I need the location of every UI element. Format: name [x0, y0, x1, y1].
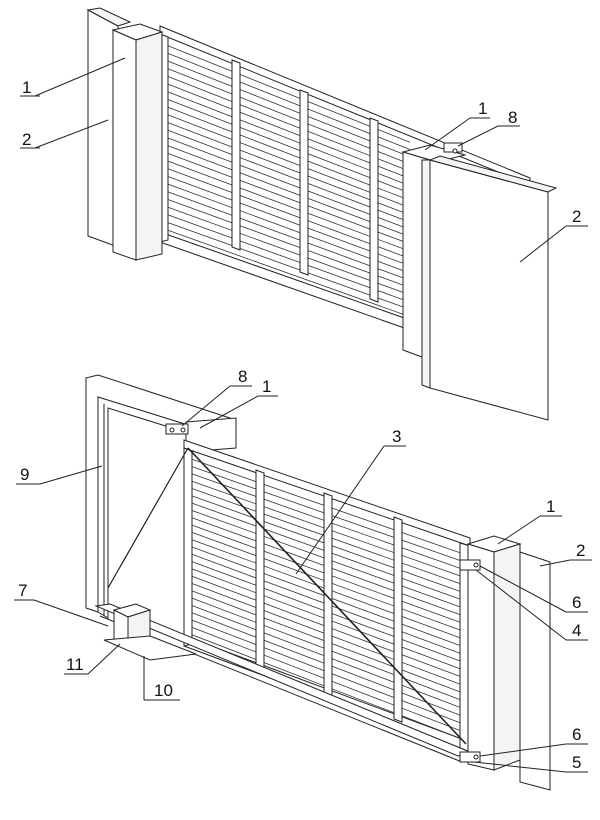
leader-b-11 [87, 643, 121, 675]
leader-b-6a [479, 565, 567, 613]
roller-top-6 [459, 559, 481, 571]
leader-b-7 [33, 599, 109, 627]
top-left-back-pillar-top [86, 7, 132, 27]
leader-b-2 [539, 559, 571, 567]
label-top-1b: 1 [478, 99, 487, 118]
leader-t-2a [34, 119, 109, 149]
bottom-cable-left [107, 447, 189, 589]
leader-b-5 [473, 761, 567, 773]
top-right-panel-edge [421, 159, 431, 389]
label-top-2a: 2 [22, 130, 31, 149]
top-gate-top-rail [159, 25, 531, 186]
leader-b-1b [497, 515, 541, 545]
label-bottom-7: 7 [18, 581, 27, 600]
label-bottom-2: 2 [576, 541, 585, 560]
bottom-bracket-8 [165, 423, 189, 435]
label-bottom-6a: 6 [572, 593, 581, 612]
leader-t-1a [34, 57, 126, 97]
top-gate: 1 2 1 8 2 [20, 7, 588, 421]
roller-top-bolt [473, 562, 479, 568]
top-gate-post-1 [231, 59, 241, 251]
slat-line [167, 229, 411, 318]
leader-b-1a [199, 395, 259, 429]
bottom-right-pillar-side [493, 543, 521, 771]
top-right-panel-face [429, 159, 549, 421]
label-bottom-3: 3 [392, 427, 401, 446]
top-bracket-bolt [452, 148, 458, 154]
label-bottom-9: 9 [20, 465, 29, 484]
bottom-gate-post-1 [255, 469, 265, 672]
leader-b-6b [479, 743, 567, 757]
bottom-track [94, 603, 472, 757]
bottom-gate: 8 1 9 3 1 2 7 6 4 11 10 6 5 [14, 367, 592, 791]
top-gate-post-2 [299, 89, 309, 276]
top-gate-post-3 [369, 117, 379, 303]
leader-t-8 [457, 125, 499, 147]
motor-base-plate [103, 635, 197, 661]
label-top-2b: 2 [572, 207, 581, 226]
bottom-right-back-panel [519, 551, 551, 791]
bottom-bracket-bolt-2 [180, 427, 186, 433]
label-bottom-10: 10 [154, 681, 173, 700]
leader-b-4 [475, 569, 567, 641]
label-bottom-11: 11 [66, 655, 84, 674]
roller-bottom-6 [459, 751, 481, 763]
label-bottom-4: 4 [572, 621, 581, 640]
label-bottom-6b: 6 [572, 725, 581, 744]
top-left-pillar-side [135, 31, 163, 261]
top-right-panel-top [428, 155, 558, 193]
bottom-right-pillar-face [467, 543, 495, 771]
label-bottom-5: 5 [572, 753, 581, 772]
label-bottom-1a: 1 [262, 377, 271, 396]
bottom-bracket-bolt-1 [169, 427, 175, 433]
label-bottom-8: 8 [238, 367, 247, 386]
leader-b-9 [39, 465, 103, 485]
bottom-gate-post-3 [393, 516, 403, 723]
bottom-diagonal-cable [187, 447, 467, 745]
leader-b-3 [295, 445, 385, 575]
label-top-8: 8 [508, 108, 517, 127]
leader-t-1b [424, 117, 471, 151]
label-bottom-1b: 1 [546, 497, 555, 516]
roller-bottom-bolt [473, 754, 479, 760]
top-left-pillar-face [112, 29, 137, 261]
leader-t-2b [519, 225, 567, 263]
leader-b-8 [181, 385, 231, 427]
bottom-gate-left-stile [183, 447, 193, 647]
label-top-1a: 1 [22, 78, 31, 97]
